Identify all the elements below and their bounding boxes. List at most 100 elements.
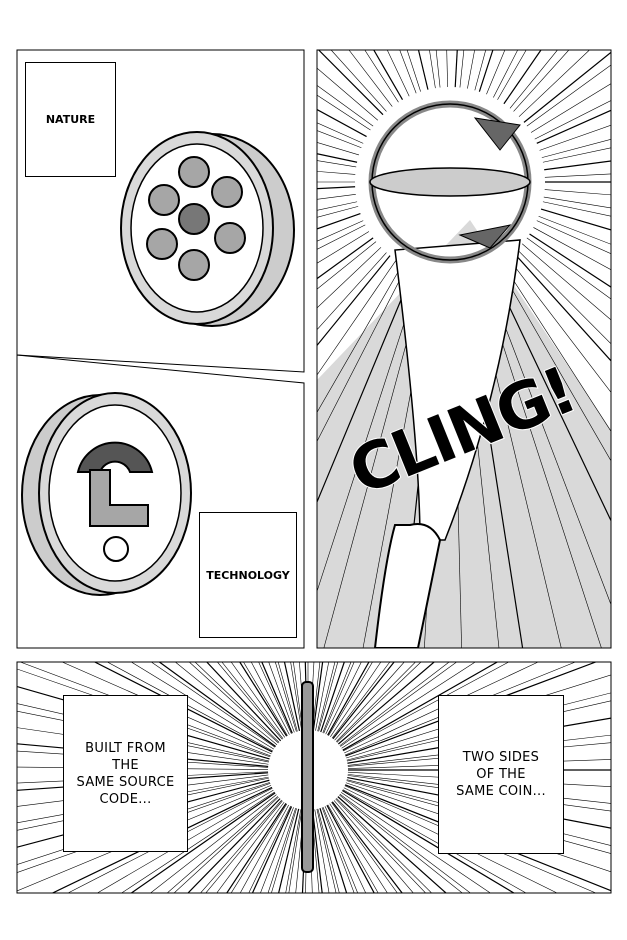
speed-line <box>321 807 355 893</box>
speed-line <box>526 64 611 127</box>
speed-line <box>336 662 422 743</box>
speed-line <box>429 50 436 89</box>
speed-line <box>337 796 447 893</box>
speed-line <box>529 233 611 288</box>
speed-line <box>107 662 273 752</box>
speed-line <box>348 50 393 107</box>
speed-line <box>317 160 357 168</box>
speed-line <box>328 662 373 736</box>
flower-icon <box>146 156 246 281</box>
speed-line <box>516 249 611 345</box>
speed-line <box>317 220 364 242</box>
speed-line <box>326 804 375 893</box>
speed-line <box>541 139 611 158</box>
caption-nature: NATURE <box>25 62 116 177</box>
speed-line <box>335 798 426 893</box>
speed-line <box>173 796 279 893</box>
speed-line <box>251 806 293 893</box>
speed-line <box>317 255 391 346</box>
speed-line <box>332 662 395 740</box>
speed-line <box>467 50 475 89</box>
speed-line <box>151 662 276 748</box>
speed-line <box>399 50 417 94</box>
speed-line <box>278 808 300 893</box>
speed-line <box>317 142 360 156</box>
speed-line <box>544 173 611 178</box>
speed-line <box>131 792 276 893</box>
speed-line <box>318 50 384 116</box>
speed-line <box>331 801 403 893</box>
speed-line <box>194 662 280 743</box>
speed-line <box>513 252 611 362</box>
speed-line <box>340 662 457 747</box>
speed-line <box>533 227 611 270</box>
speed-line <box>543 196 611 209</box>
speed-line <box>339 662 450 746</box>
speed-line <box>317 213 361 230</box>
speed-line <box>454 50 458 88</box>
speed-line <box>317 186 356 190</box>
speed-line <box>329 803 388 893</box>
speed-line <box>267 807 296 893</box>
speed-line <box>317 94 371 131</box>
speed-line <box>271 808 297 893</box>
panel-border <box>16 354 305 649</box>
speed-line <box>317 247 382 309</box>
speed-line <box>317 808 340 893</box>
speed-line <box>337 662 435 745</box>
speed-line <box>317 264 403 413</box>
speed-line <box>317 153 358 163</box>
speed-line <box>317 171 356 175</box>
panel-technology <box>21 392 192 596</box>
speed-line <box>342 789 527 893</box>
panel-border <box>16 661 612 894</box>
speed-line <box>342 662 498 751</box>
speed-line <box>509 50 558 109</box>
speed-line <box>530 83 611 133</box>
speed-line <box>317 193 356 200</box>
speed-line <box>333 800 414 893</box>
panel-flip <box>317 50 611 648</box>
speed-line <box>493 50 518 98</box>
speed-line <box>258 662 292 734</box>
speed-line <box>544 189 611 196</box>
speed-line <box>317 266 407 442</box>
speed-line <box>317 237 374 280</box>
speed-line <box>518 50 590 117</box>
speed-line <box>317 231 370 264</box>
speed-line <box>311 809 323 893</box>
speed-line <box>386 50 410 97</box>
speed-line <box>534 100 611 140</box>
speed-line <box>364 50 399 103</box>
speed-line <box>544 160 611 171</box>
speed-line <box>406 50 421 92</box>
speed-line <box>150 794 277 893</box>
speed-line <box>317 201 358 211</box>
speed-line <box>131 662 275 750</box>
speed-line <box>317 224 366 250</box>
speed-line <box>317 241 377 290</box>
speed-line <box>317 260 397 376</box>
speed-line <box>221 662 284 739</box>
speed-line <box>501 261 611 432</box>
speed-line <box>226 803 287 893</box>
speed-line <box>327 662 370 736</box>
speed-line <box>474 50 487 91</box>
speed-line <box>317 122 364 144</box>
speed-line <box>248 805 291 893</box>
speed-line <box>523 51 611 123</box>
panel-border <box>316 49 612 649</box>
speed-line <box>312 662 324 731</box>
speed-line <box>261 662 293 734</box>
speed-line <box>373 50 404 101</box>
speed-line <box>331 802 398 893</box>
speed-line <box>435 50 441 88</box>
speed-line <box>336 662 416 742</box>
speed-line <box>497 264 611 462</box>
speed-line <box>459 50 465 88</box>
speed-line <box>239 804 289 893</box>
speed-line <box>315 662 330 731</box>
speed-line <box>217 662 283 740</box>
speed-line <box>343 662 509 752</box>
